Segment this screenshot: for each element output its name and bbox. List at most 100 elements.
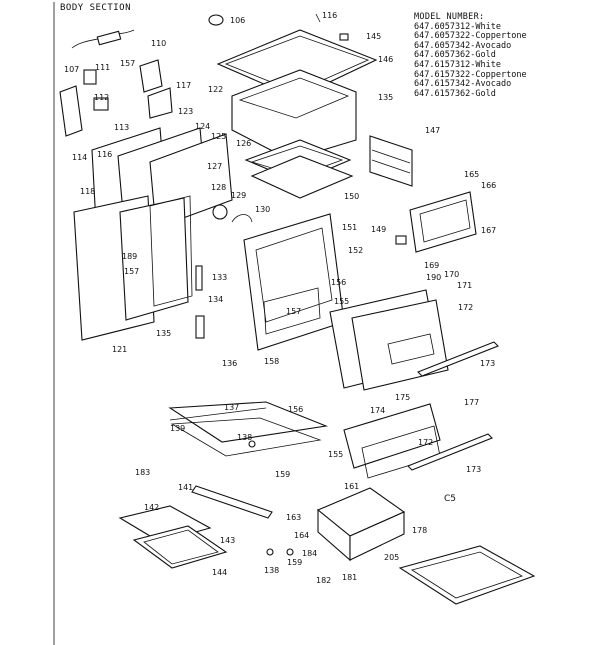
part-label: 178: [412, 526, 427, 535]
part-label: 113: [114, 123, 129, 132]
part-label: 126: [236, 139, 251, 148]
trim-strip: [417, 341, 499, 377]
part-label: 125: [211, 132, 226, 141]
knob-part: [208, 14, 224, 26]
part-label: 155: [328, 450, 343, 459]
part-label: 174: [370, 406, 385, 415]
corner-code: C5: [444, 494, 457, 504]
part-label: 118: [80, 187, 95, 196]
part-label: 157: [120, 59, 135, 68]
screw-part: [315, 13, 321, 23]
top-housing-inner: [238, 77, 350, 119]
part-label: 116: [97, 150, 112, 159]
part-label: 159: [287, 558, 302, 567]
part-label: 164: [294, 531, 309, 540]
model-number: 647.6057362-Gold: [414, 50, 496, 61]
oven-door-inner: [351, 299, 449, 391]
control-panel-back: [170, 417, 322, 457]
door-glass-assembly: [409, 191, 477, 253]
part-label: 163: [286, 513, 301, 522]
door-glass-inner: [419, 199, 471, 243]
screw-part: [266, 548, 274, 556]
hinge-bracket: [195, 315, 205, 339]
part-label: 121: [112, 345, 127, 354]
part-label: 155: [334, 297, 349, 306]
section-title: BODY SECTION: [60, 3, 132, 13]
part-label: 158: [264, 357, 279, 366]
part-label: 161: [344, 482, 359, 491]
broiler-pan-grid: [143, 529, 219, 565]
bracket-part: [139, 59, 163, 93]
part-label: 167: [481, 226, 496, 235]
part-label: 145: [366, 32, 381, 41]
part-label: 142: [144, 503, 159, 512]
part-label: 124: [195, 122, 210, 131]
part-label: 173: [480, 359, 495, 368]
part-label: 166: [481, 181, 496, 190]
side-grill: [369, 135, 413, 187]
part-label: 134: [208, 295, 223, 304]
bracket-part: [147, 87, 173, 119]
part-label: 150: [344, 192, 359, 201]
model-number: 647.6057312-White: [414, 21, 501, 32]
part-label: 156: [288, 405, 303, 414]
clip-part: [339, 33, 349, 41]
part-label: 141: [178, 483, 193, 492]
control-knob: [248, 440, 256, 448]
drawer-front-side: [349, 511, 405, 561]
part-label: 205: [384, 553, 399, 562]
top-housing: [231, 69, 357, 161]
part-label: 114: [72, 153, 87, 162]
model-number: 647.6157312-White: [414, 59, 501, 70]
model-number: 647.6157342-Avocado: [414, 79, 512, 90]
part-label: 116: [322, 11, 337, 20]
model-number: 647.6057322-Coppertone: [414, 31, 527, 42]
broiler-rack: [250, 155, 354, 199]
thermostat-knob: [212, 204, 228, 220]
part-label: 138: [237, 433, 252, 442]
part-label: 117: [176, 81, 191, 90]
latch-part: [395, 235, 407, 245]
part-label: 107: [64, 65, 79, 74]
part-label: 182: [316, 576, 331, 585]
part-label: 122: [208, 85, 223, 94]
screw-part: [286, 548, 294, 556]
part-label: 175: [395, 393, 410, 402]
part-label: 130: [255, 205, 270, 214]
part-label: 152: [348, 246, 363, 255]
drawer-front: [343, 403, 441, 469]
part-label: 157: [286, 307, 301, 316]
control-panel: [168, 401, 329, 443]
small-part: [93, 97, 109, 111]
model-number: 647.6157362-Gold: [414, 88, 496, 99]
part-label: 144: [212, 568, 227, 577]
part-label: 137: [224, 403, 239, 412]
grill-line: [371, 159, 411, 174]
part-label: 181: [342, 573, 357, 582]
part-label: 128: [211, 183, 226, 192]
part-label: 106: [230, 16, 245, 25]
part-label: 138: [264, 566, 279, 575]
part-label: 156: [331, 278, 346, 287]
part-label: 183: [135, 468, 150, 477]
storage-drawer: [398, 545, 536, 605]
part-label: 129: [231, 191, 246, 200]
part-label: 135: [156, 329, 171, 338]
part-label: 127: [207, 162, 222, 171]
part-label: 189: [122, 252, 137, 261]
broiler-pan: [132, 525, 228, 569]
part-label: 159: [275, 470, 290, 479]
thermostat-bulb: [231, 214, 253, 223]
part-label-group: 106 110 107 111 157 117 112 113 123 114 …: [64, 11, 496, 585]
side-bracket: [59, 85, 83, 137]
part-label: 147: [425, 126, 440, 135]
part-label: 172: [418, 438, 433, 447]
part-label: 170: [444, 270, 459, 279]
part-label: 172: [458, 303, 473, 312]
model-number: 647.6157322-Coppertone: [414, 69, 527, 80]
part-label: 177: [464, 398, 479, 407]
part-label: 146: [378, 55, 393, 64]
part-label: 157: [124, 267, 139, 276]
model-number: 647.6057342-Avocado: [414, 40, 512, 51]
